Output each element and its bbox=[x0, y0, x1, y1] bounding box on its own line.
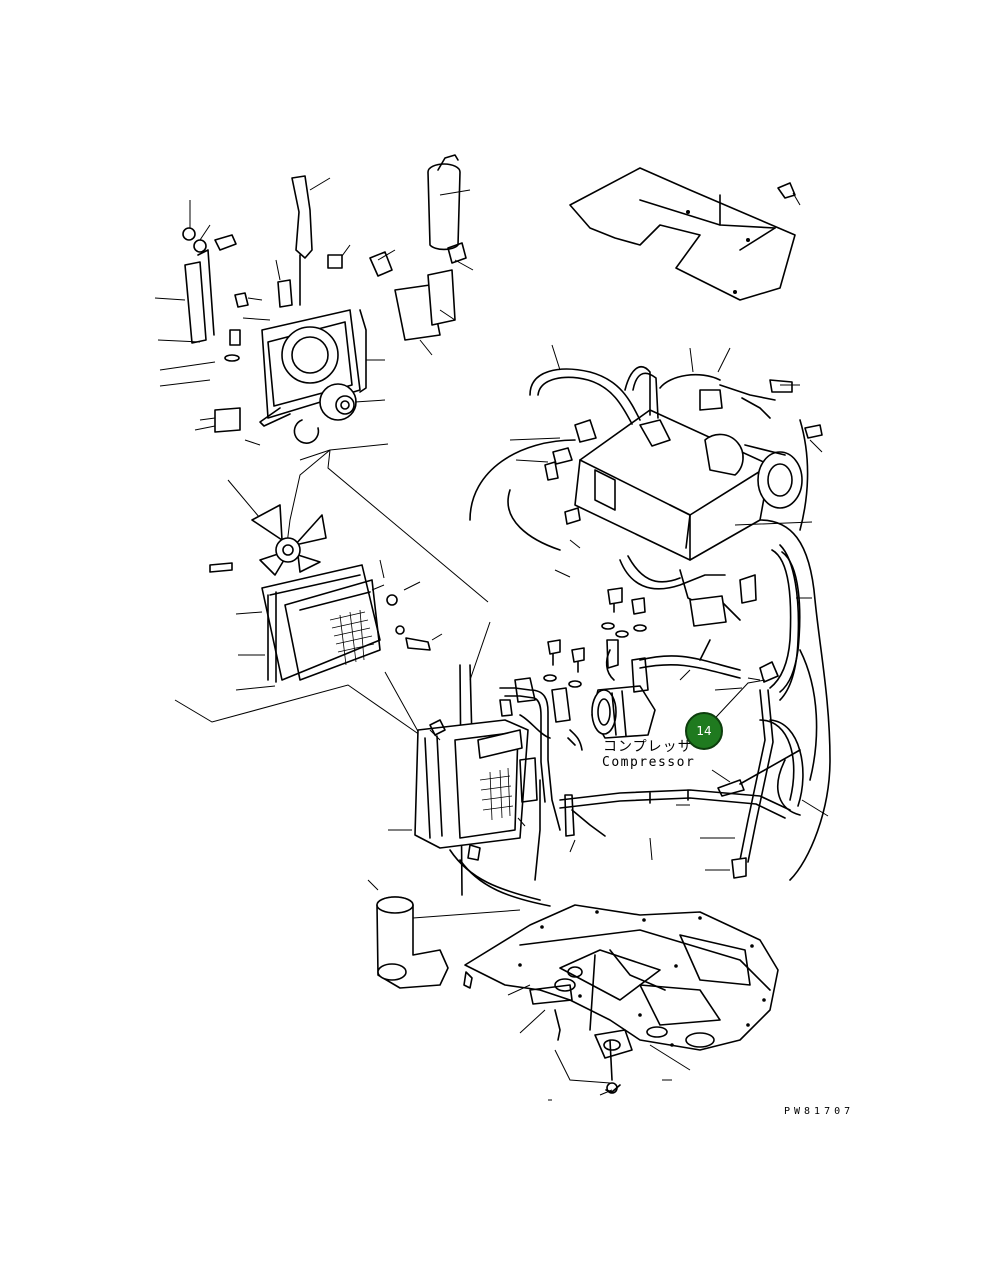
compressor-label-japanese: コンプレッサ bbox=[603, 739, 693, 755]
figure-code: PW81707 bbox=[784, 1106, 855, 1117]
compressor-label-english: Compressor bbox=[602, 755, 696, 770]
evaporator-unit bbox=[469, 344, 831, 881]
floor-plate-assembly bbox=[367, 879, 779, 1101]
callout-14-button[interactable]: 14 bbox=[685, 712, 723, 750]
condenser-core-assembly bbox=[174, 449, 491, 741]
compressor-assembly bbox=[543, 549, 829, 879]
callout-leader bbox=[703, 679, 766, 731]
duct-cover bbox=[569, 167, 801, 301]
condenser-lower-unit bbox=[388, 664, 791, 907]
condenser-fan-assembly bbox=[154, 154, 474, 461]
